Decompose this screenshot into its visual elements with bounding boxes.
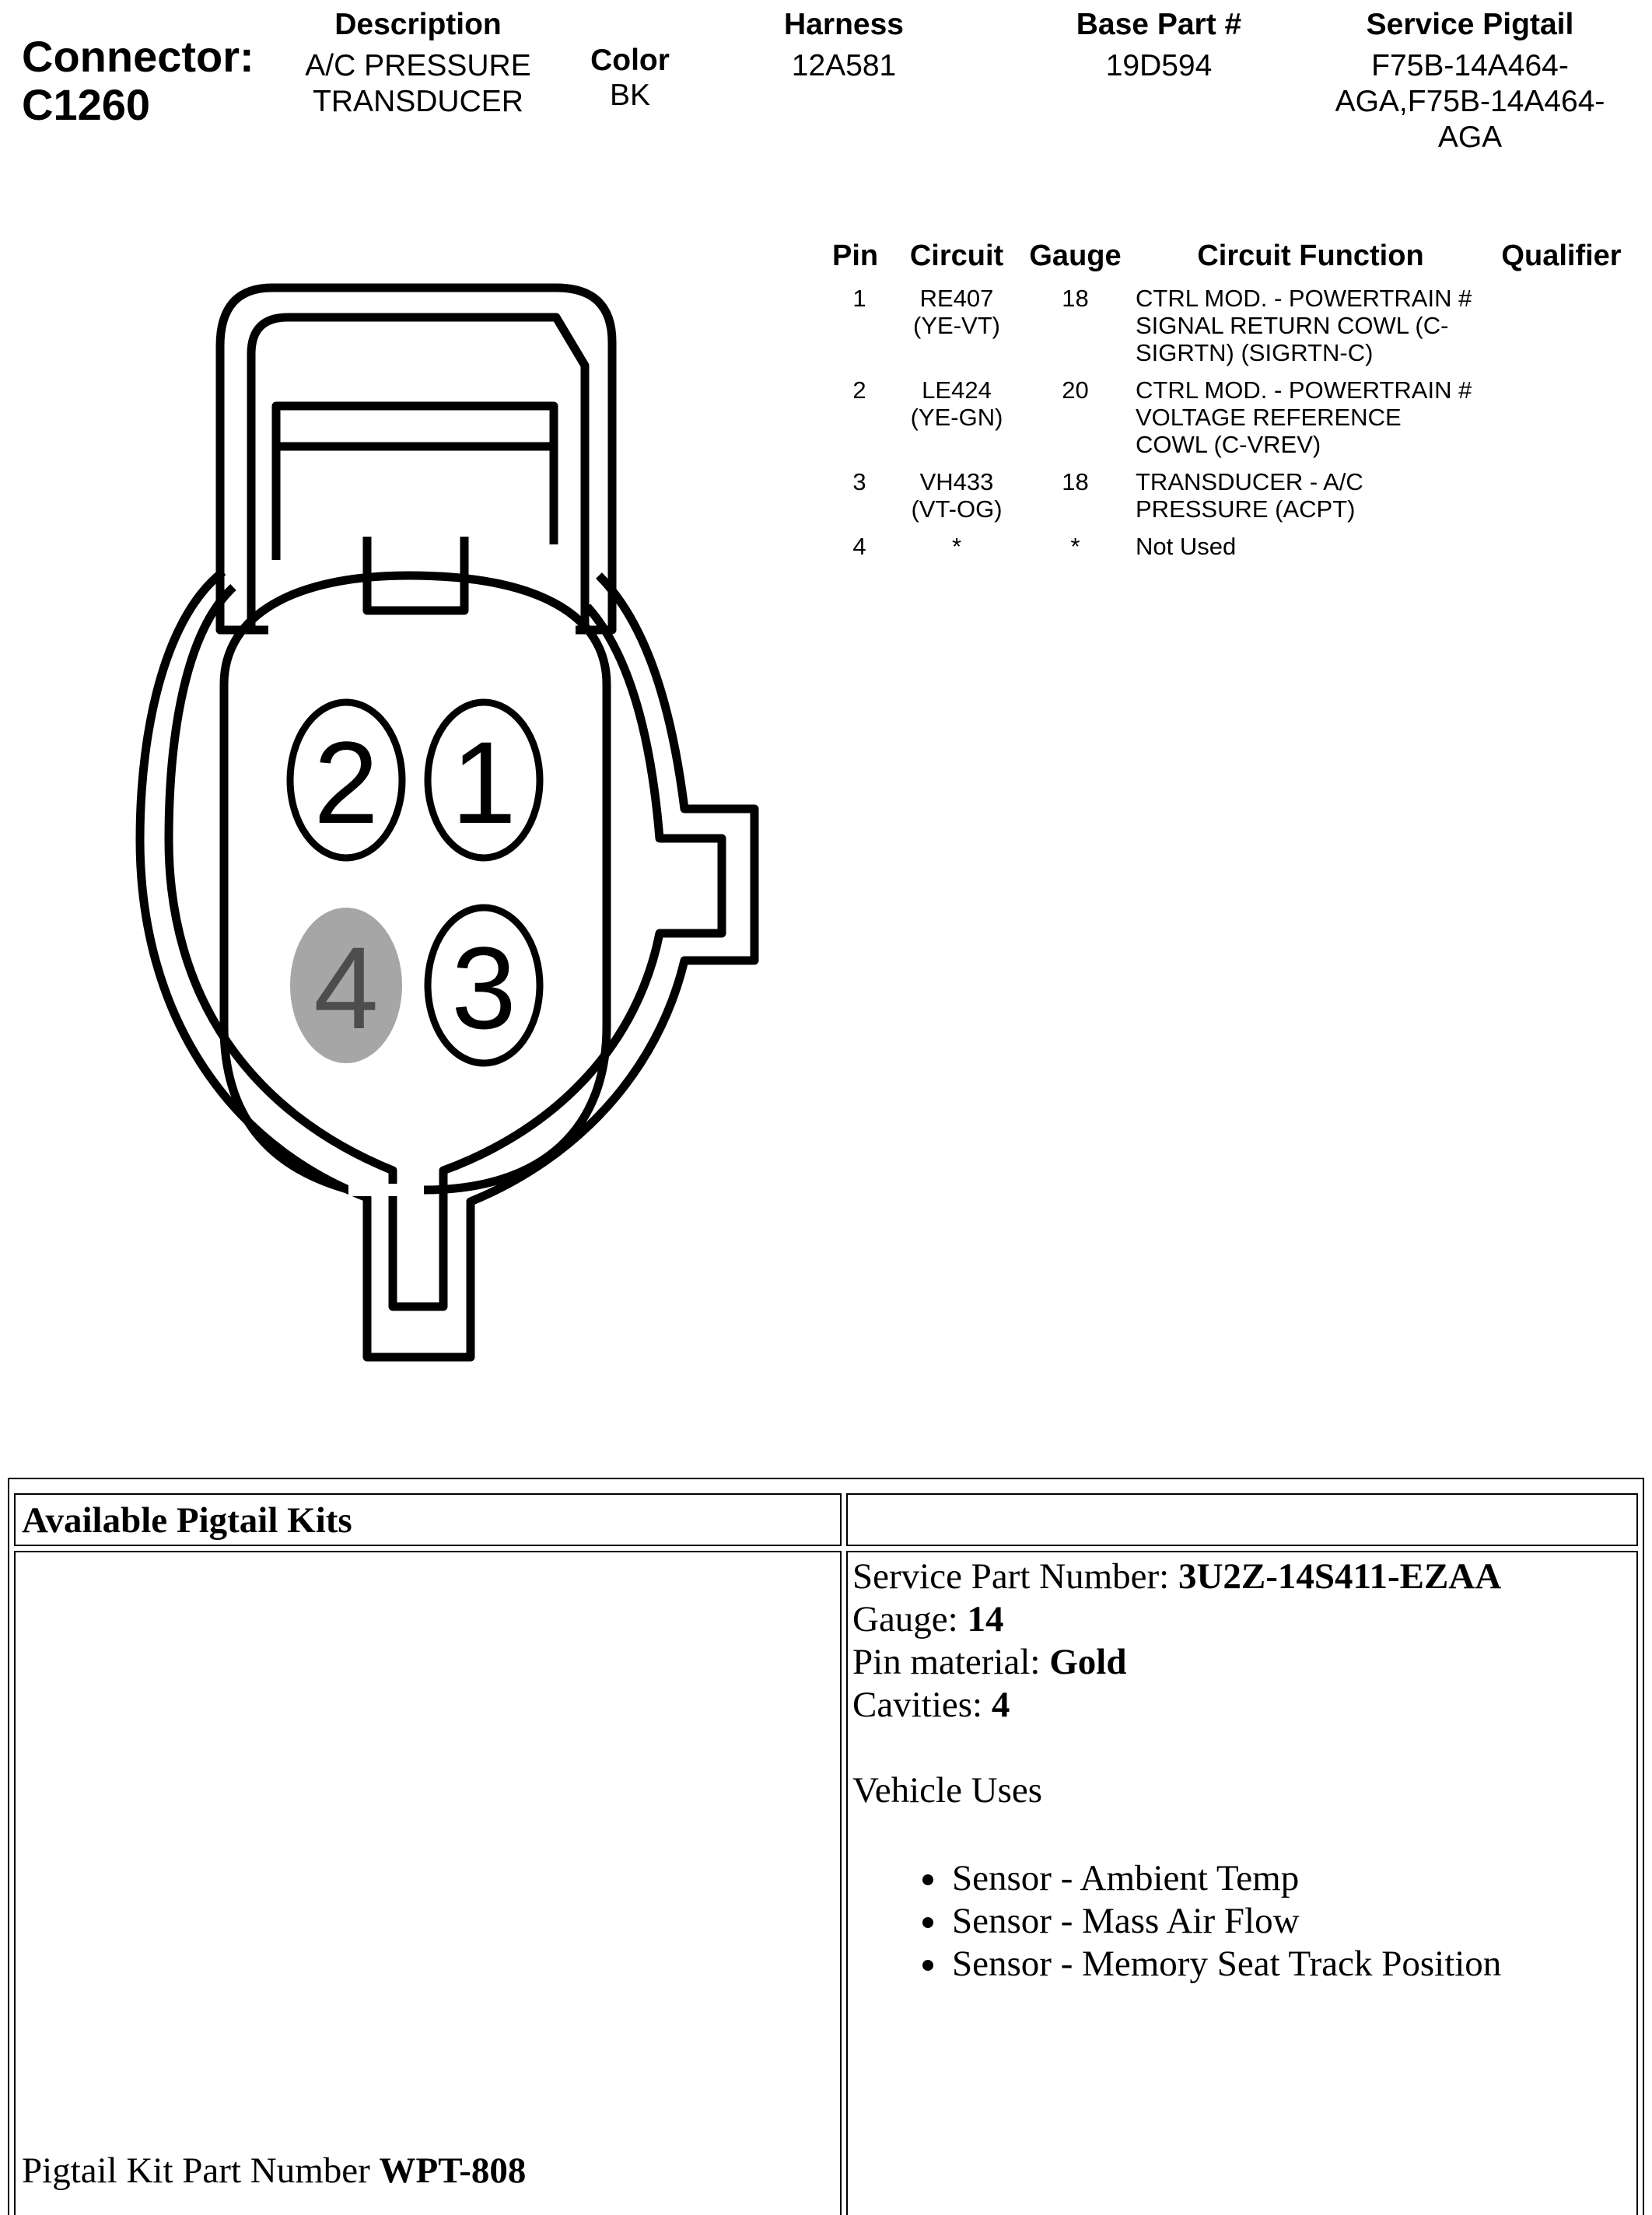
pin-table-body: 1 RE407 (YE-VT) 18 CTRL MOD. - POWERTRAI…: [832, 285, 1641, 564]
service-part-number: Service Part Number: 3U2Z-14S411-EZAA: [852, 1556, 1502, 1597]
kits-title-box: Available Pigtail Kits: [14, 1493, 842, 1546]
table-row: 3 VH433 (VT-OG) 18 TRANSDUCER - A/C PRES…: [832, 468, 1641, 533]
list-item: Sensor - Mass Air Flow: [949, 1900, 1630, 1943]
list-item: Sensor - Ambient Temp: [949, 1857, 1630, 1900]
col-header-circuit-function: Circuit Function: [1197, 240, 1424, 272]
vehicle-uses-label: Vehicle Uses: [852, 1770, 1043, 1811]
pin-cavity-4: 4: [290, 908, 402, 1063]
pin-cavity-circle: [424, 698, 544, 862]
base-part-label: Base Part #: [1076, 8, 1242, 41]
pin-cavity-1: 1: [424, 698, 544, 862]
cell-gauge: 18: [1062, 468, 1089, 495]
cell-gauge: 20: [1062, 376, 1089, 404]
kits-title: Available Pigtail Kits: [22, 1500, 352, 1541]
col-header-circuit: Circuit: [909, 240, 1004, 272]
kit-gauge: Gauge: 14: [852, 1599, 1004, 1639]
service-pigtail-value: F75B-14A464- AGA,F75B-14A464- AGA: [1335, 49, 1605, 154]
base-part-value: 19D594: [1105, 49, 1213, 82]
housing-inner-line: [164, 583, 726, 1311]
table-row: 1 RE407 (YE-VT) 18 CTRL MOD. - POWERTRAI…: [832, 285, 1641, 376]
table-row: 4 * * Not Used: [832, 533, 1641, 564]
col-header-gauge: Gauge: [1029, 240, 1122, 272]
pin-face-outline: [219, 571, 611, 1195]
col-header-qualifier: Qualifier: [1501, 240, 1622, 272]
vehicle-uses-list: Sensor - Ambient Temp Sensor - Mass Air …: [852, 1857, 1630, 1986]
service-pigtail-label: Service Pigtail: [1366, 8, 1574, 41]
pin-number-label: 2: [313, 717, 378, 848]
cell-circuit: VH433 (VT-OG): [911, 468, 1003, 523]
harness-label: Harness: [784, 8, 904, 41]
description-label: Description: [334, 8, 502, 41]
kit-image-cell: Pigtail Kit Part Number WPT-808: [14, 1551, 842, 2215]
kits-title-spacer: [846, 1493, 1638, 1546]
kit-details: Service Part Number: 3U2Z-14S411-EZAA Ga…: [852, 1555, 1630, 1986]
description-value: A/C PRESSURE TRANSDUCER: [305, 49, 531, 118]
pin-number-label: 4: [313, 922, 378, 1053]
latch-outer-frame: [215, 283, 617, 635]
base-part-column: Base Part # 19D594: [1042, 8, 1276, 84]
cell-pin: 1: [852, 285, 866, 312]
cell-function: CTRL MOD. - POWERTRAIN # VOLTAGE REFEREN…: [1136, 376, 1472, 458]
pin-number-label: 3: [451, 922, 516, 1053]
pin-number-label: 1: [451, 717, 516, 848]
cell-gauge: 18: [1062, 285, 1089, 312]
pin-cavity-3: 3: [424, 904, 544, 1067]
cell-circuit: RE407 (YE-VT): [913, 285, 1000, 339]
connector-label: Connector:: [22, 32, 254, 81]
color-label: Color: [590, 44, 670, 77]
color-value: BK: [609, 79, 651, 112]
service-pigtail-column: Service Pigtail F75B-14A464- AGA,F75B-14…: [1307, 8, 1633, 156]
pin-cavity-2: 2: [286, 698, 406, 862]
pigtail-kits-section: [8, 1478, 1644, 2215]
col-header-pin: Pin: [832, 240, 879, 272]
description-column: Description A/C PRESSURE TRANSDUCER: [280, 8, 556, 120]
kit-part-number: Pigtail Kit Part Number WPT-808: [22, 2150, 527, 2191]
cell-pin: 3: [852, 468, 866, 495]
pin-cavity-circle: [290, 908, 402, 1063]
pin-cavity-circle: [286, 698, 406, 862]
cell-circuit: *: [951, 533, 962, 560]
housing-outer: [135, 568, 759, 1362]
connector-title: Connector: C1260: [22, 33, 254, 129]
pin-cavity-circle: [424, 904, 544, 1067]
cell-function: Not Used: [1136, 533, 1237, 560]
cell-function: CTRL MOD. - POWERTRAIN # SIGNAL RETURN C…: [1136, 285, 1472, 366]
latch-block: [271, 401, 558, 560]
cell-pin: 2: [852, 376, 866, 404]
cell-pin: 4: [852, 533, 866, 560]
cell-circuit: LE424 (YE-GN): [910, 376, 1003, 431]
cell-gauge: *: [1070, 533, 1080, 560]
latch-inner-frame: [247, 313, 590, 635]
table-row: 2 LE424 (YE-GN) 20 CTRL MOD. - POWERTRAI…: [832, 376, 1641, 468]
pin-material: Pin material: Gold: [852, 1642, 1127, 1682]
connector-id: C1260: [22, 80, 151, 129]
cell-function: TRANSDUCER - A/C PRESSURE (ACPT): [1136, 468, 1363, 523]
color-column: Color BK: [568, 44, 692, 114]
list-item: Sensor - Memory Seat Track Position: [949, 1943, 1630, 1986]
kit-part-number-value: WPT-808: [379, 2150, 527, 2191]
harness-column: Harness 12A581: [747, 8, 941, 84]
harness-value: 12A581: [791, 49, 897, 82]
kit-details-cell: Service Part Number: 3U2Z-14S411-EZAA Ga…: [846, 1551, 1638, 2215]
cavities: Cavities: 4: [852, 1685, 1010, 1725]
